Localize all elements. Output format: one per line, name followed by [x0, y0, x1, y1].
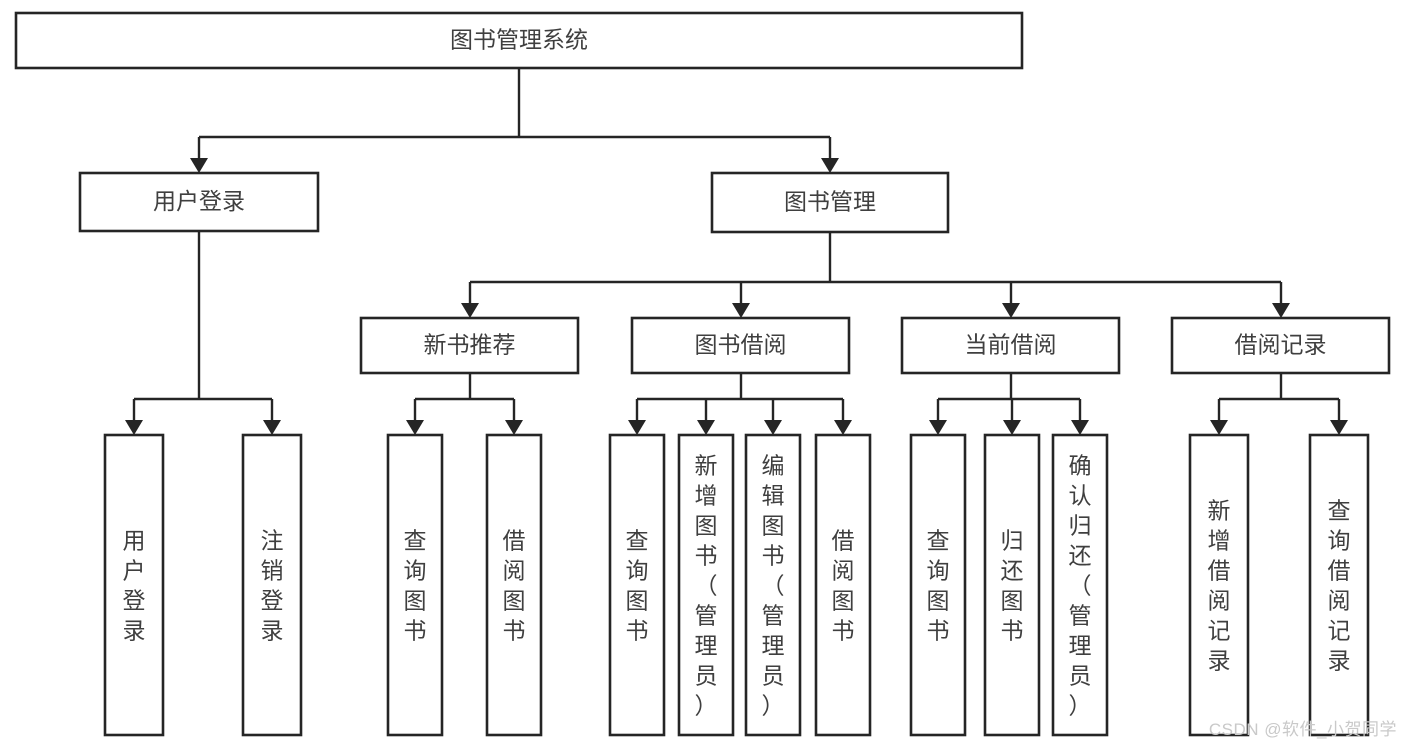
node-label: 借阅图书	[832, 527, 855, 643]
node-box	[485, 433, 543, 737]
node-label: 新增图书（管理员）	[695, 452, 718, 718]
node-leaf-query-record[interactable]: 查询借阅记录	[1308, 433, 1370, 737]
node-label: 当前借阅	[965, 332, 1057, 358]
node-box	[900, 316, 1121, 375]
node-leaf-add-record[interactable]: 新增借阅记录	[1188, 433, 1250, 737]
node-label: 查询图书	[404, 527, 427, 643]
node-current-borrow[interactable]: 当前借阅	[900, 316, 1121, 375]
node-layer: 图书管理系统用户登录图书管理新书推荐图书借阅当前借阅借阅记录用户登录注销登录查询…	[14, 11, 1391, 737]
node-box	[103, 433, 165, 737]
node-box	[630, 316, 851, 375]
node-label: 借阅图书	[503, 527, 526, 643]
node-book-mgmt[interactable]: 图书管理	[710, 171, 950, 234]
node-label: 新增借阅记录	[1208, 497, 1231, 673]
node-box	[359, 316, 580, 375]
node-label: 归还图书	[1001, 527, 1024, 643]
node-label: 借阅记录	[1235, 332, 1327, 358]
node-leaf-return-book[interactable]: 归还图书	[983, 433, 1041, 737]
node-box	[1188, 433, 1250, 737]
node-box	[1051, 433, 1109, 737]
node-leaf-query-book-1[interactable]: 查询图书	[386, 433, 444, 737]
node-leaf-edit-book[interactable]: 编辑图书（管理员）	[744, 433, 802, 737]
node-label: 注销登录	[261, 527, 284, 643]
node-leaf-query-book-3[interactable]: 查询图书	[909, 433, 967, 737]
node-leaf-logout[interactable]: 注销登录	[241, 433, 303, 737]
node-leaf-add-book[interactable]: 新增图书（管理员）	[677, 433, 735, 737]
node-box	[909, 433, 967, 737]
node-label: 图书管理系统	[450, 27, 588, 53]
node-label: 确认归还（管理员）	[1069, 452, 1092, 718]
connector-layer	[125, 68, 1348, 435]
node-label: 查询图书	[927, 527, 950, 643]
node-box	[744, 433, 802, 737]
node-box	[241, 433, 303, 737]
node-root[interactable]: 图书管理系统	[14, 11, 1024, 70]
node-leaf-borrow-book-2[interactable]: 借阅图书	[814, 433, 872, 737]
node-label: 用户登录	[123, 527, 146, 643]
node-box	[608, 433, 666, 737]
node-box	[1308, 433, 1370, 737]
node-leaf-borrow-book-1[interactable]: 借阅图书	[485, 433, 543, 737]
node-borrow-record[interactable]: 借阅记录	[1170, 316, 1391, 375]
node-box	[14, 11, 1024, 70]
node-leaf-query-book-2[interactable]: 查询图书	[608, 433, 666, 737]
node-box	[710, 171, 950, 234]
node-box	[1170, 316, 1391, 375]
node-label: 查询借阅记录	[1328, 497, 1351, 673]
node-label: 编辑图书（管理员）	[762, 452, 785, 718]
node-box	[814, 433, 872, 737]
node-new-book-rec[interactable]: 新书推荐	[359, 316, 580, 375]
node-leaf-user-login[interactable]: 用户登录	[103, 433, 165, 737]
node-box	[78, 171, 320, 233]
node-box	[983, 433, 1041, 737]
node-user-login[interactable]: 用户登录	[78, 171, 320, 233]
node-box	[677, 433, 735, 737]
node-label: 新书推荐	[424, 332, 516, 358]
node-label: 图书管理	[784, 189, 876, 215]
node-leaf-confirm-return[interactable]: 确认归还（管理员）	[1051, 433, 1109, 737]
node-label: 查询图书	[626, 527, 649, 643]
node-label: 图书借阅	[695, 332, 787, 358]
node-label: 用户登录	[153, 188, 245, 214]
node-box	[386, 433, 444, 737]
node-book-borrow[interactable]: 图书借阅	[630, 316, 851, 375]
